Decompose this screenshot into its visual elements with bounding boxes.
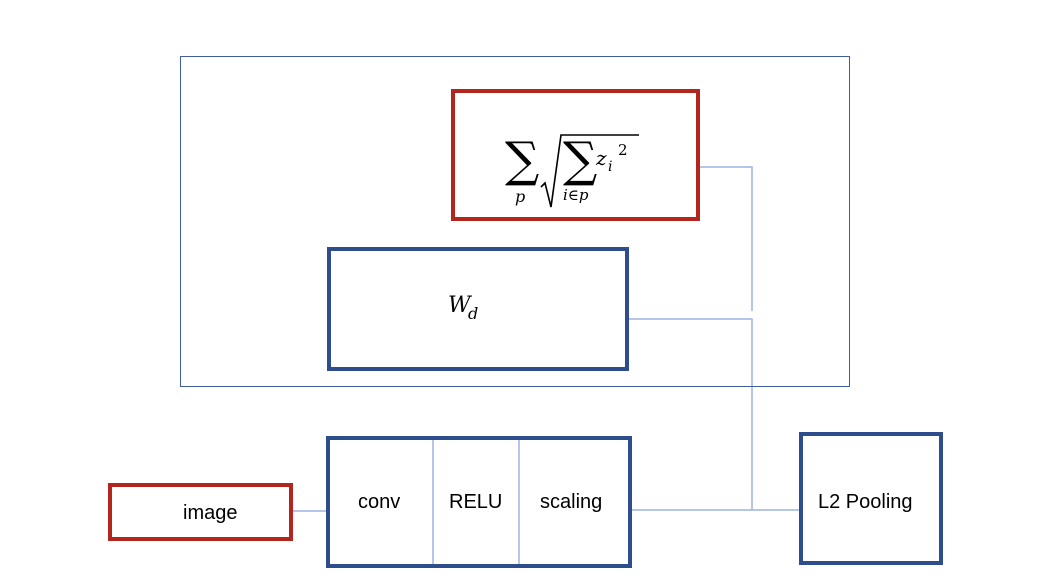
- l2-norm-formula: ∑ p ∑ i∈p z i 2: [505, 132, 639, 208]
- outer-sum-symbol: ∑: [505, 132, 539, 188]
- inner-sum-index: i∈p: [563, 186, 589, 204]
- connector-weights-to-pooling: [629, 318, 799, 511]
- stage-conv-label: conv: [358, 491, 401, 513]
- exponent: 2: [618, 141, 628, 159]
- square-root-sign: [540, 134, 639, 208]
- connector-formula-to-pooling: [700, 166, 753, 311]
- pipeline-box: conv RELU scaling: [326, 436, 632, 568]
- weights-subscript: d: [468, 304, 479, 323]
- stage-relu-label: RELU: [449, 491, 503, 513]
- inner-sum-symbol: ∑: [563, 132, 597, 188]
- variable-z: z: [595, 146, 607, 170]
- weights-box: W d: [327, 247, 629, 371]
- image-label: image: [183, 502, 238, 524]
- l2-pooling-label: L2 Pooling: [818, 491, 913, 513]
- variable-subscript: i: [608, 159, 612, 175]
- l2-pooling-box: L2 Pooling: [799, 432, 943, 565]
- weights-symbol: W: [448, 293, 471, 318]
- stage-scaling-label: scaling: [540, 491, 603, 513]
- outer-sum-index: p: [515, 187, 525, 206]
- image-input-box: image: [108, 483, 293, 541]
- l2-norm-formula-box: ∑ p ∑ i∈p z i 2: [451, 89, 700, 221]
- outer-frame: [180, 56, 850, 387]
